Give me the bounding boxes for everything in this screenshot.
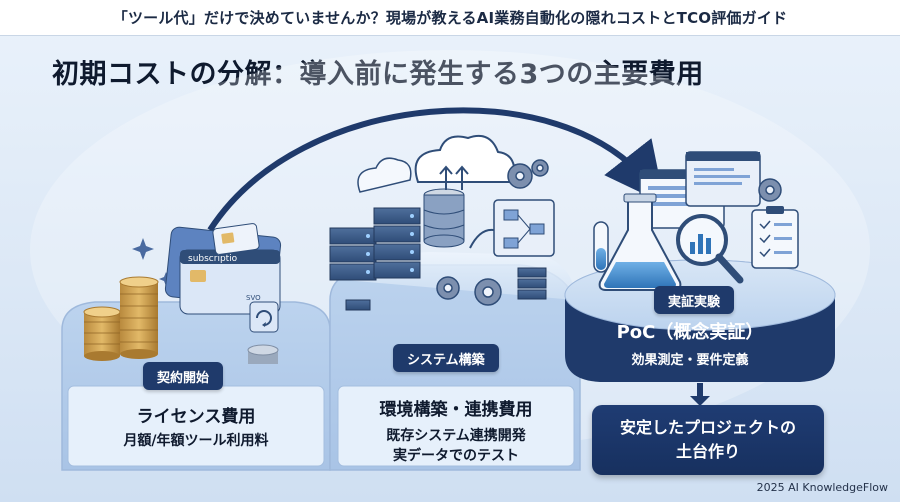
- stage3-title: PoC（概念実証）: [616, 322, 764, 343]
- small-server-icon: [345, 267, 547, 311]
- test-tube-icon: [593, 221, 609, 273]
- banner-title: 「ツール代」だけで決めていませんか？現場が教えるAI業務自動化の隠れコストとTC…: [112, 9, 788, 27]
- stage1-title: ライセンス費用: [136, 407, 256, 427]
- stage1-pill-label: 契約開始: [157, 370, 210, 386]
- stage1-pill: 契約開始: [143, 362, 224, 390]
- flow-arrow: [207, 107, 665, 232]
- stage2-line-2: 実データでのテスト: [393, 448, 519, 464]
- stage2-title: 環境構築・連携費用: [379, 400, 533, 420]
- workflow-diagram-icon: [469, 199, 555, 257]
- gear-icon: [436, 159, 549, 306]
- checklist-icon: [751, 206, 799, 269]
- stage2-line-1: 既存システム連携開発: [386, 428, 526, 444]
- footer-credit: 2025 AI KnowledgeFlow: [756, 481, 888, 494]
- magnifier-chart-icon: [676, 214, 744, 284]
- result-box: 安定したプロジェクトの 土台作り: [592, 405, 824, 475]
- stage3-line-1: 効果測定・要件定義: [631, 353, 749, 368]
- gear-icon: [758, 178, 782, 202]
- monitor-window-icon: [639, 151, 761, 229]
- stage3-pill: 実証実験: [654, 286, 735, 314]
- server-racks-icon: [329, 188, 465, 281]
- coin-stacks-icon: [83, 276, 279, 364]
- page-title: 初期コストの分解：導入前に発生する3つの主要費用: [52, 59, 704, 90]
- refresh-icon: [249, 301, 279, 333]
- top-banner: 「ツール代」だけで決めていませんか？現場が教えるAI業務自動化の隠れコストとTC…: [0, 0, 900, 36]
- stage3-pill-label: 実証実験: [668, 294, 721, 310]
- stage2-pill: システム構築: [393, 344, 499, 372]
- result-text: 安定したプロジェクトの 土台作り: [619, 418, 796, 461]
- stage2-pill-label: システム構築: [407, 352, 485, 368]
- card-subscription-text: subscriptio: [188, 254, 238, 264]
- stage1-line-1: 月額/年額ツール利用料: [123, 433, 269, 449]
- card-code-text: SVO: [246, 294, 261, 302]
- subscription-cards-icon: subscriptio SVO: [164, 223, 282, 315]
- cloud-upload-icon: [357, 134, 516, 193]
- stage3-pedestal: [564, 259, 836, 382]
